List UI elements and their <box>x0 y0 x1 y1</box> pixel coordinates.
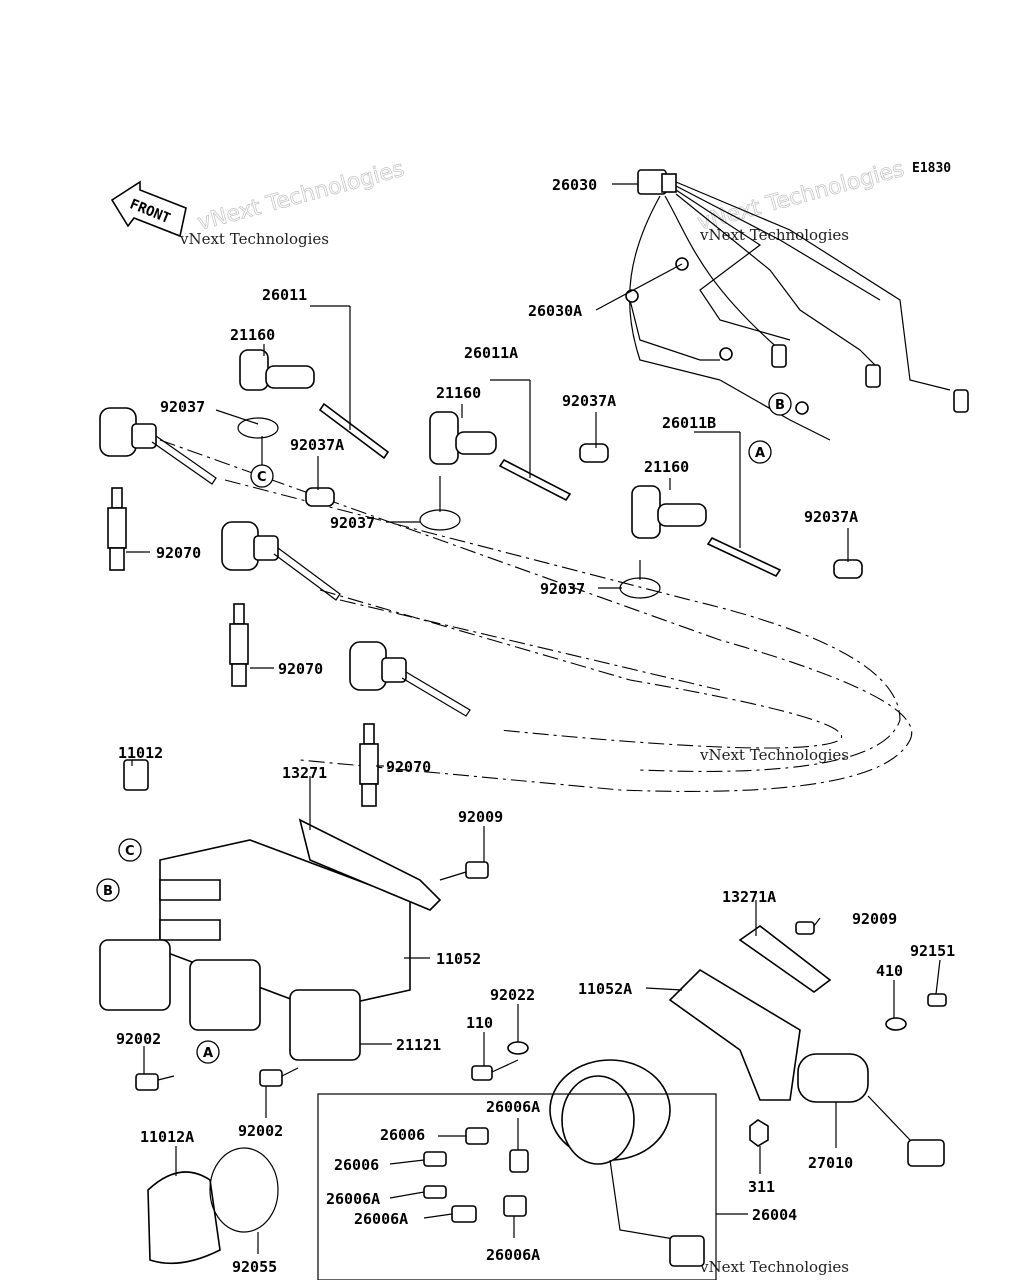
part-label: 92002 <box>238 1122 283 1140</box>
spare-cap-group <box>147 1147 279 1265</box>
part-label: 11052A <box>578 980 632 998</box>
part-labels: 26030 26030A 26011 21160 92037 26011A 21… <box>116 176 955 1276</box>
part-label: 26006 <box>380 1126 425 1144</box>
watermark: vNext Technologies <box>179 230 329 248</box>
part-label: 21121 <box>396 1036 441 1054</box>
part-label: 92070 <box>278 660 323 678</box>
part-label: 311 <box>748 1178 775 1196</box>
wiring-harness <box>625 169 969 441</box>
part-label: 26006A <box>486 1098 540 1116</box>
fuse-box-outline <box>317 1093 717 1280</box>
part-label: 92055 <box>232 1258 277 1276</box>
callout-b: B <box>103 884 113 899</box>
part-label: 13271 <box>282 764 327 782</box>
watermark: vNext Technologies <box>699 746 849 764</box>
coil-assembly <box>99 759 489 1091</box>
part-label: 92022 <box>490 986 535 1004</box>
part-label: 26006A <box>326 1190 380 1208</box>
part-label: 92009 <box>852 910 897 928</box>
part-label: 26011B <box>662 414 716 432</box>
callout-c: C <box>257 470 267 485</box>
reference-callouts: B A C C B A <box>96 392 792 1064</box>
plug-cap-group <box>99 349 782 717</box>
part-label: 27010 <box>808 1154 853 1172</box>
part-label: 92009 <box>458 808 503 826</box>
callout-b: B <box>775 398 785 413</box>
callout-a: A <box>203 1046 213 1061</box>
part-label: 92037 <box>540 580 585 598</box>
spark-plug-group <box>107 487 379 807</box>
part-label: 26006A <box>486 1246 540 1264</box>
part-label: 92070 <box>156 544 201 562</box>
watermark-group: vNext Technologies vNext Technologies vN… <box>179 156 907 1276</box>
part-label: 92070 <box>386 758 431 776</box>
watermark: vNext Technologies <box>699 226 849 244</box>
part-label: 410 <box>876 962 903 980</box>
part-label: 11012A <box>140 1128 194 1146</box>
part-label: 92037 <box>330 514 375 532</box>
watermark: vNext Technologies <box>195 157 407 236</box>
part-label: 26006A <box>354 1210 408 1228</box>
part-label: 92151 <box>910 942 955 960</box>
part-label: 26030 <box>552 176 597 194</box>
part-label: 92037A <box>562 392 616 410</box>
part-label: 21160 <box>644 458 689 476</box>
leader-lines <box>126 183 941 1254</box>
part-label: 92037 <box>160 398 205 416</box>
part-label: 26011A <box>464 344 518 362</box>
part-label: 26030A <box>528 302 582 320</box>
part-label: 110 <box>466 1014 493 1032</box>
part-label: 92037A <box>804 508 858 526</box>
part-label: 21160 <box>230 326 275 344</box>
part-label: 11052 <box>436 950 481 968</box>
callout-c: C <box>125 844 135 859</box>
part-label: 13271A <box>722 888 776 906</box>
routing-lines <box>159 439 913 792</box>
front-arrow-icon: FRONT <box>110 180 187 238</box>
part-label: 26006 <box>334 1156 379 1174</box>
part-label: 26004 <box>752 1206 797 1224</box>
callout-a: A <box>755 446 765 461</box>
control-unit-assembly <box>471 921 947 1267</box>
watermark: vNext Technologies <box>699 1258 849 1276</box>
part-label: 21160 <box>436 384 481 402</box>
part-label: 92002 <box>116 1030 161 1048</box>
fuse-group <box>423 1127 529 1223</box>
part-label: 11012 <box>118 744 163 762</box>
part-label: 26011 <box>262 286 307 304</box>
part-label: 92037A <box>290 436 344 454</box>
diagram-code: E1830 <box>912 161 951 176</box>
